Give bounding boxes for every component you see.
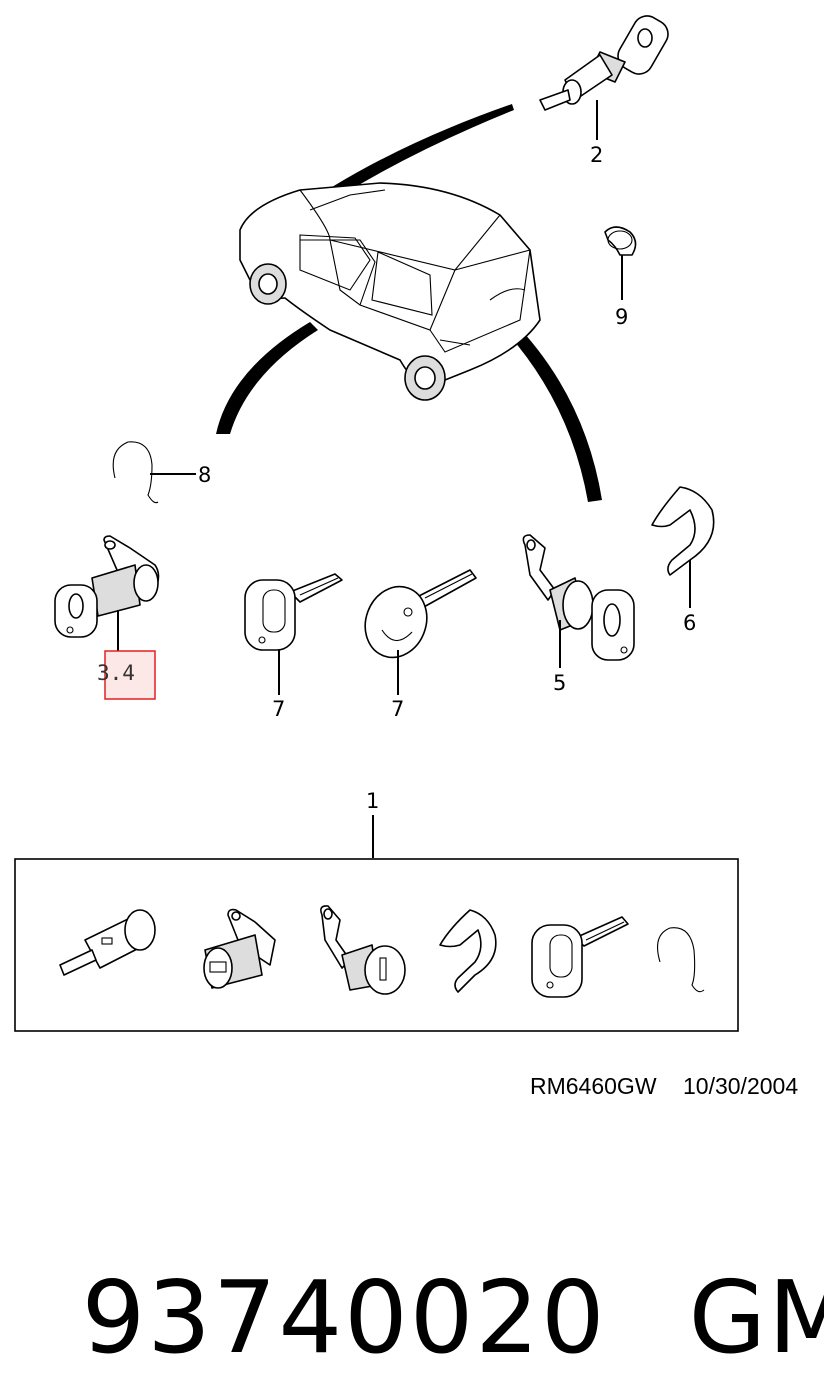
brand-name: GM (688, 1259, 824, 1376)
kit-door-lock (203, 908, 276, 989)
part-number: 93740020 (81, 1259, 607, 1376)
callout-9: 9 (615, 305, 628, 329)
highlight-box (104, 650, 156, 700)
callout-1: 1 (366, 789, 379, 813)
part-clip (604, 226, 637, 300)
parts-diagram: 2 9 8 3.4 7 7 5 6 1 RM6 (14, 15, 798, 1099)
part-key-rounded (364, 569, 477, 695)
callout-8: 8 (198, 463, 211, 487)
reference-date: 10/30/2004 (683, 1073, 798, 1099)
part-tailgate-lock (522, 534, 635, 668)
callout-5: 5 (553, 671, 566, 695)
part-wire-spring (112, 441, 196, 504)
part-door-lock-cylinder (54, 535, 160, 655)
leader-sweep-ignition (290, 104, 514, 222)
kit-ignition-lock (59, 909, 156, 976)
kit-key (531, 916, 629, 998)
callout-7-square-key: 7 (272, 697, 285, 721)
part-cover (651, 486, 715, 608)
car-illustration (239, 182, 541, 401)
part-ignition-lock (539, 15, 669, 140)
leader-sweep-left-door (216, 322, 318, 434)
kit-tailgate-lock (320, 905, 406, 995)
kit-cover (439, 909, 497, 993)
callout-6: 6 (683, 611, 696, 635)
part-key-square (244, 573, 343, 695)
callout-3-4: 3.4 (97, 661, 135, 685)
reference-code: RM6460GW (530, 1073, 657, 1099)
leader-sweep-tailgate (500, 320, 602, 502)
callout-7-rounded-key: 7 (391, 697, 404, 721)
callout-2: 2 (590, 143, 603, 167)
kit-wire-spring (657, 927, 705, 993)
